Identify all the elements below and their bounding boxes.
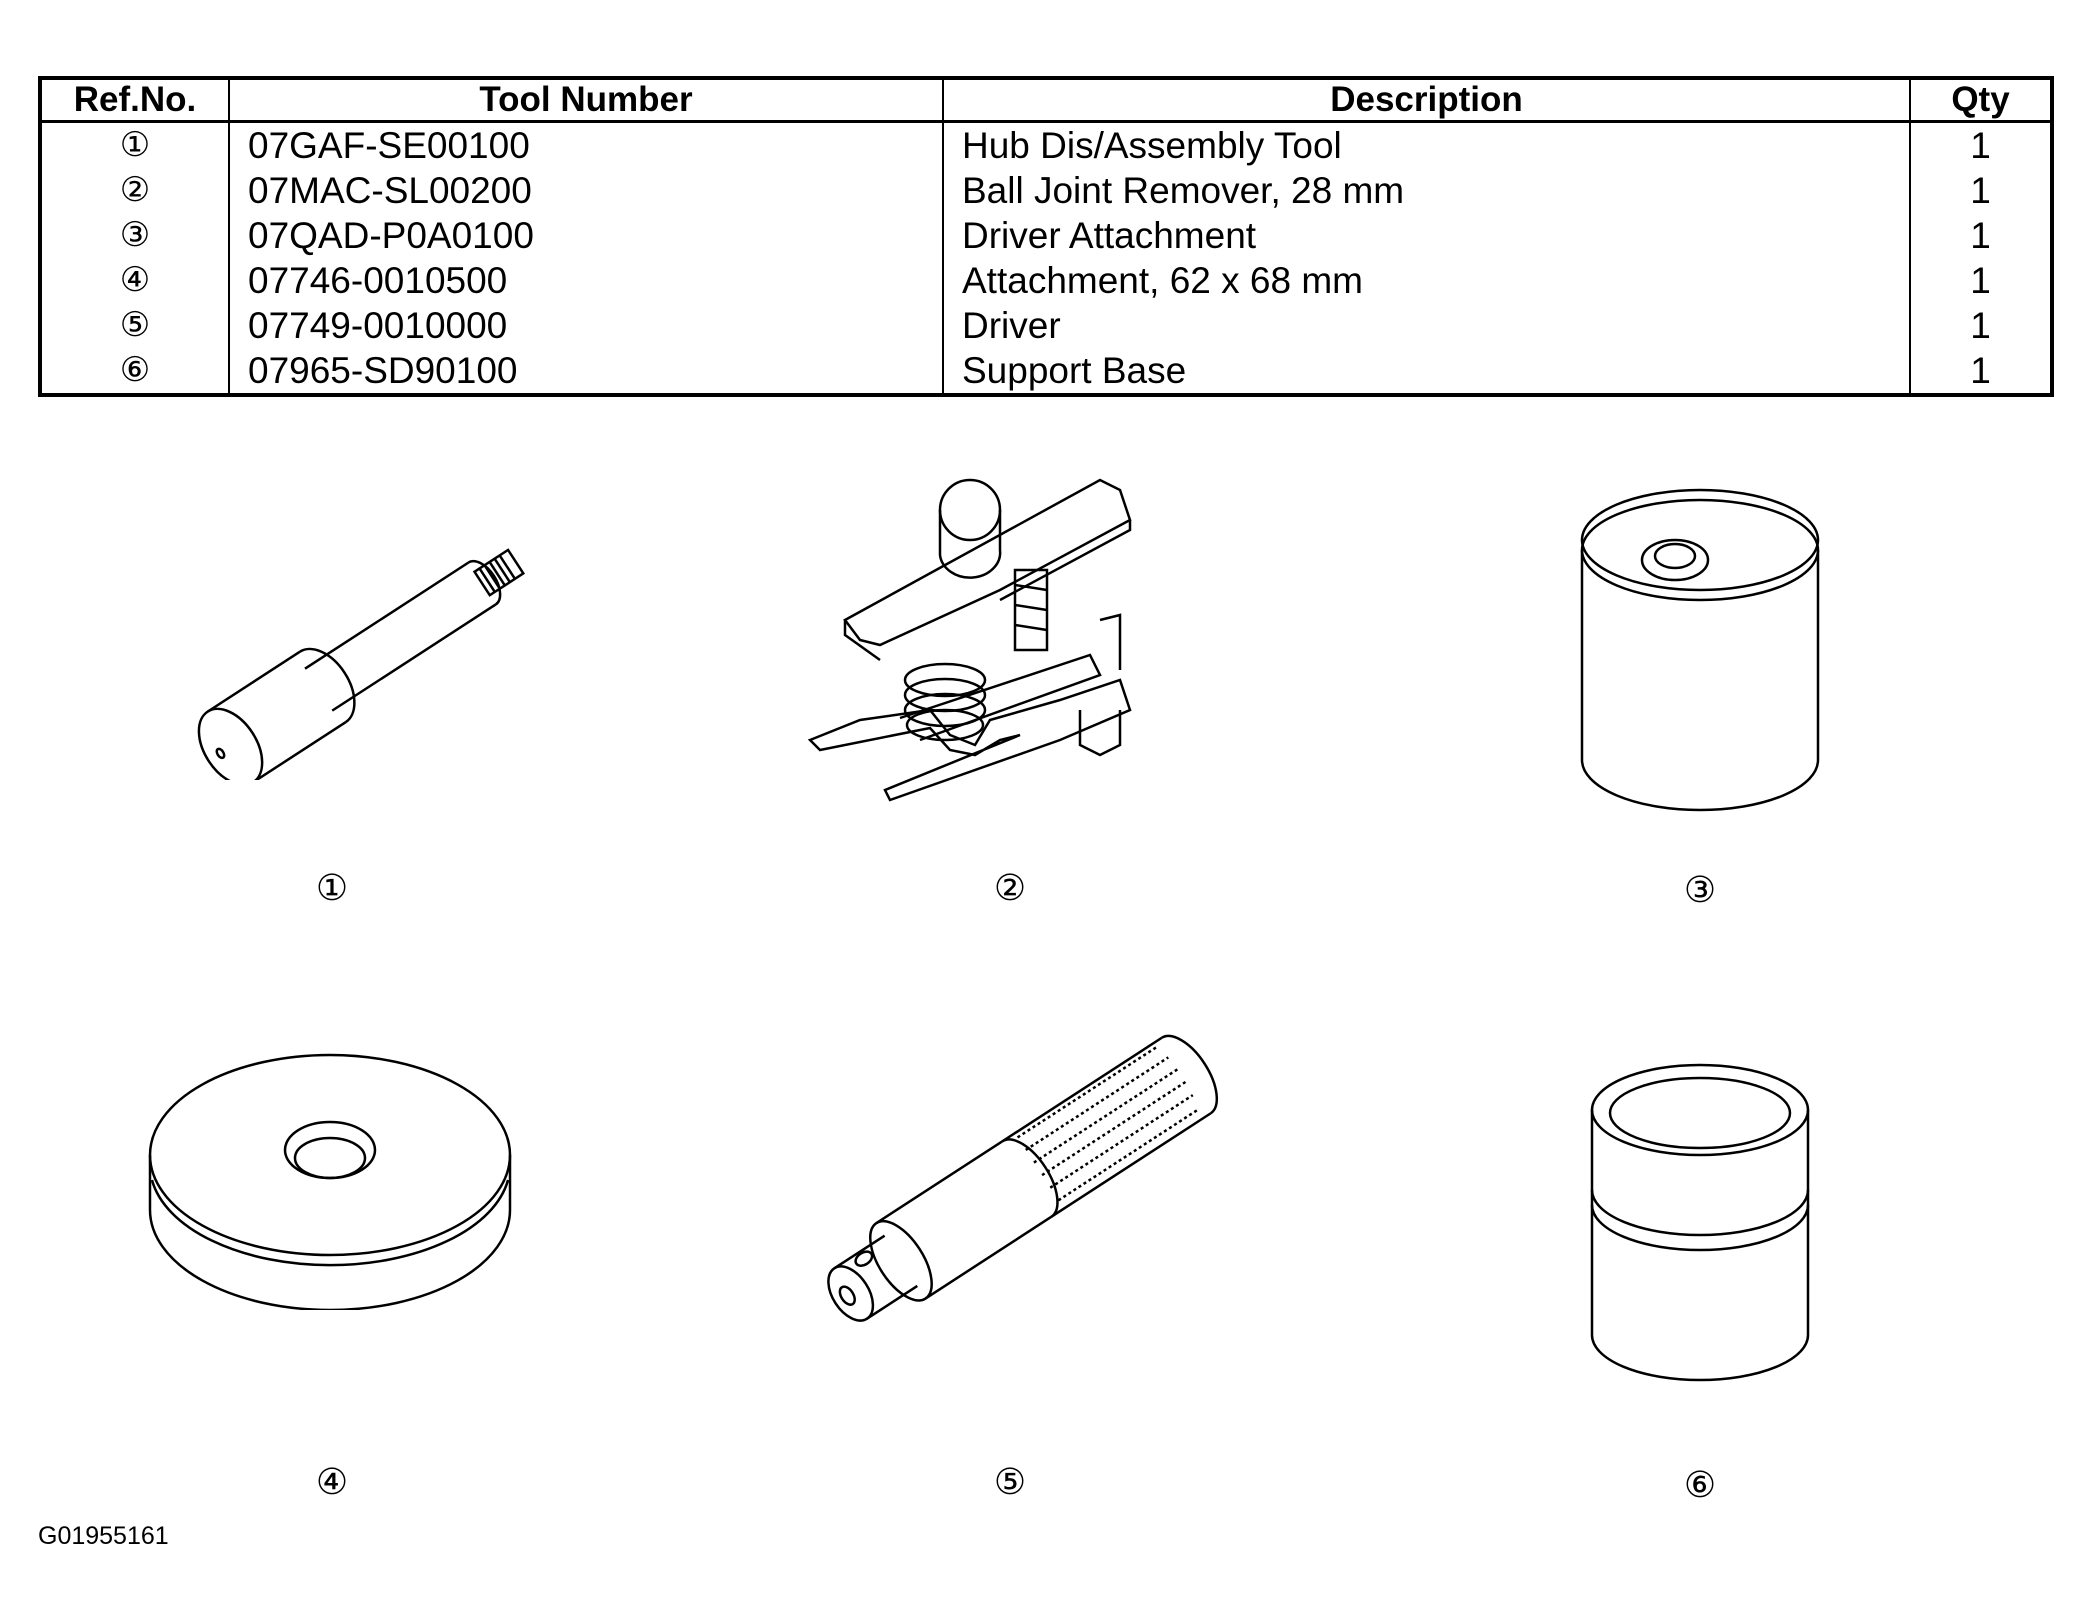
row-qty: 1 xyxy=(1909,168,2052,213)
table-row: ③ 07QAD-P0A0100 Driver Attachment 1 xyxy=(40,213,2052,258)
table-row: ② 07MAC-SL00200 Ball Joint Remover, 28 m… xyxy=(40,168,2052,213)
header-description: Description xyxy=(942,78,1910,123)
figure-code: G01955161 xyxy=(38,1522,169,1550)
header-qty: Qty xyxy=(1909,78,2052,123)
row-tool-number: 07749-0010000 xyxy=(228,303,943,348)
figure-label: ⑥ xyxy=(1683,1465,1717,1506)
figure-label: ① xyxy=(315,868,349,909)
row-qty: 1 xyxy=(1909,213,2052,258)
figure-label: ④ xyxy=(315,1462,349,1503)
figure-label: ③ xyxy=(1683,870,1717,911)
table-header-row: Ref.No. Tool Number Description Qty xyxy=(40,78,2052,123)
table-row: ④ 07746-0010500 Attachment, 62 x 68 mm 1 xyxy=(40,258,2052,303)
table-row: ⑤ 07749-0010000 Driver 1 xyxy=(40,303,2052,348)
row-description: Driver xyxy=(942,303,1910,348)
row-qty: 1 xyxy=(1909,121,2052,168)
attachment-ring-icon xyxy=(148,1053,512,1310)
row-description: Driver Attachment xyxy=(942,213,1910,258)
driver-handle-icon xyxy=(827,1034,1219,1322)
row-ref: ④ xyxy=(119,261,151,299)
row-ref: ⑥ xyxy=(119,351,151,389)
row-ref: ① xyxy=(119,126,151,164)
row-qty: 1 xyxy=(1909,348,2052,395)
row-ref: ③ xyxy=(119,216,151,254)
row-description: Hub Dis/Assembly Tool xyxy=(942,121,1910,168)
figure-label: ⑤ xyxy=(993,1462,1027,1503)
row-description: Ball Joint Remover, 28 mm xyxy=(942,168,1910,213)
header-ref-no: Ref.No. xyxy=(40,78,229,123)
header-tool-number: Tool Number xyxy=(228,78,943,123)
row-tool-number: 07746-0010500 xyxy=(228,258,943,303)
figure-label: ② xyxy=(993,868,1027,909)
table-row: ① 07GAF-SE00100 Hub Dis/Assembly Tool 1 xyxy=(40,121,2052,168)
row-description: Support Base xyxy=(942,348,1910,395)
table-row: ⑥ 07965-SD90100 Support Base 1 xyxy=(40,348,2052,395)
row-description: Attachment, 62 x 68 mm xyxy=(942,258,1910,303)
driver-attachment-icon xyxy=(1580,488,1820,812)
row-tool-number: 07965-SD90100 xyxy=(228,348,943,395)
row-tool-number: 07GAF-SE00100 xyxy=(228,121,943,168)
row-qty: 1 xyxy=(1909,303,2052,348)
row-tool-number: 07MAC-SL00200 xyxy=(228,168,943,213)
support-base-icon xyxy=(1590,1063,1810,1382)
row-ref: ② xyxy=(119,171,151,209)
row-tool-number: 07QAD-P0A0100 xyxy=(228,213,943,258)
hub-tool-icon xyxy=(197,548,526,780)
ball-joint-remover-icon xyxy=(807,478,1132,802)
special-tools-table: Ref.No. Tool Number Description Qty ① 07… xyxy=(38,76,2054,397)
row-ref: ⑤ xyxy=(119,306,151,344)
row-qty: 1 xyxy=(1909,258,2052,303)
